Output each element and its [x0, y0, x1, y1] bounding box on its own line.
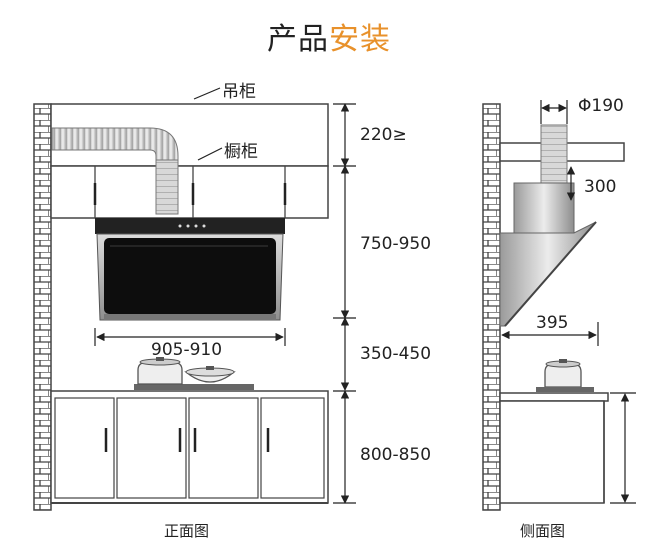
front-view: [33, 87, 356, 511]
title-part-2: 安装: [329, 22, 391, 57]
range-hood-front: [95, 218, 285, 321]
side-collar: [513, 182, 575, 234]
label-gap-top: 220≥: [360, 125, 407, 145]
cooktop-pots: [134, 357, 254, 390]
side-base-cabinet: [499, 392, 609, 402]
side-view: [482, 100, 636, 511]
side-duct: [540, 124, 568, 184]
cupboard-row: [50, 165, 329, 219]
page-title: 产品安装: [0, 14, 658, 58]
label-hood-width: 905-910: [151, 340, 223, 360]
label-hood-to-stove: 350-450: [360, 344, 432, 364]
front-brick-wall: [33, 103, 52, 511]
caption-front-view: 正面图: [164, 522, 210, 540]
label-hood-depth: 395: [536, 313, 569, 333]
label-hood-height: 750-950: [360, 234, 432, 254]
side-brick-wall: [482, 103, 501, 511]
caption-side-view: 侧面图: [520, 522, 566, 540]
label-cupboard: 橱柜: [224, 142, 258, 162]
title-part-1: 产品: [267, 22, 329, 57]
base-cabinets: [50, 390, 329, 504]
exhaust-duct: [51, 127, 179, 215]
label-wall-cabinet: 吊柜: [222, 82, 256, 102]
label-collar-height: 300: [584, 177, 617, 197]
hood-width-dimension: [94, 328, 286, 346]
label-counter-height: 800-850: [360, 445, 432, 465]
side-pot: [536, 359, 594, 392]
front-vertical-dimensions: [333, 103, 356, 504]
label-duct-diameter: Φ190: [578, 96, 624, 116]
